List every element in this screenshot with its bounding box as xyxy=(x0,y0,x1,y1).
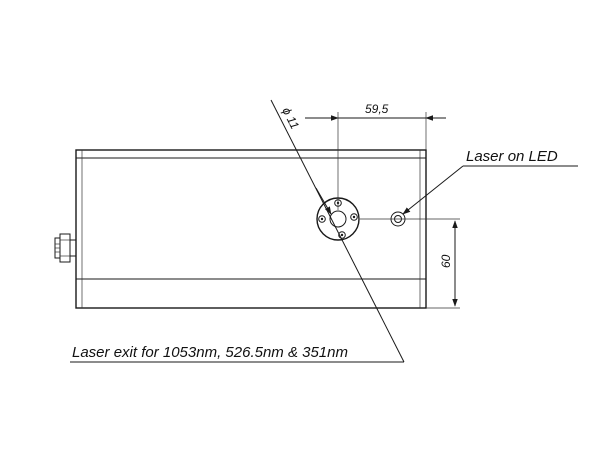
connector-body xyxy=(59,233,71,263)
flange-screw-bottom-center xyxy=(340,233,344,237)
connector-collar xyxy=(69,239,77,257)
led-callout-label: Laser on LED xyxy=(466,148,558,165)
diameter-dimension: ϕ 11 xyxy=(270,99,405,363)
flange-screw-left-center xyxy=(320,217,324,221)
vertical-dimension-label: 60 xyxy=(439,254,453,268)
exit-callout: Laser exit for 1053nm, 526.5nm & 351nm xyxy=(70,344,404,363)
flange-screw-right-center xyxy=(352,215,356,219)
vertical-dimension: 60 xyxy=(360,218,460,309)
flange-screw-right xyxy=(350,213,358,221)
side-connector xyxy=(54,233,77,263)
flange-screw-left xyxy=(318,215,326,223)
diameter-leader-line xyxy=(270,99,405,363)
led-callout-leader xyxy=(402,165,464,215)
exit-callout-label: Laser exit for 1053nm, 526.5nm & 351nm xyxy=(72,344,348,361)
flange-screw-bottom xyxy=(338,231,346,239)
horizontal-dimension: 59,5 xyxy=(305,102,446,210)
led-callout: Laser on LED xyxy=(402,148,578,215)
diameter-arrow xyxy=(315,187,332,215)
housing-body xyxy=(75,149,427,309)
diameter-label: ϕ 11 xyxy=(279,105,302,131)
aperture-hole xyxy=(329,210,347,228)
housing-outline xyxy=(75,149,427,309)
horizontal-dimension-label: 59,5 xyxy=(365,102,389,116)
